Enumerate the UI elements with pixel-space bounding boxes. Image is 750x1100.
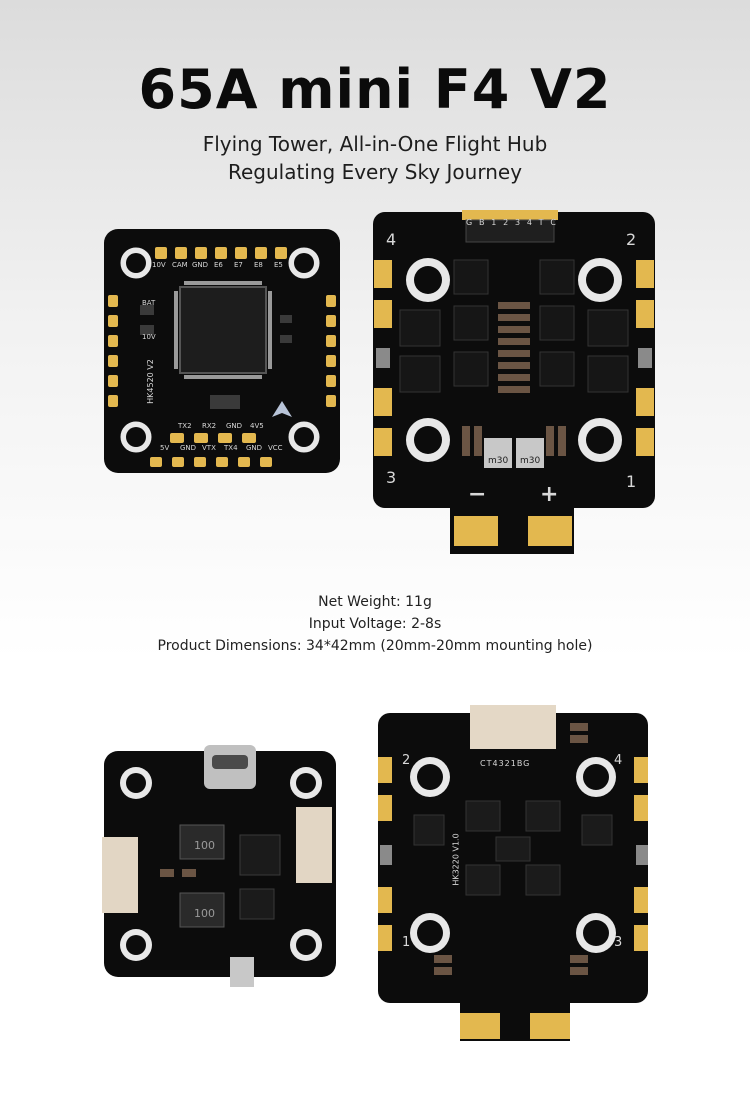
inductor-mark: m30 (488, 456, 509, 466)
corner-label-3: 3 (386, 468, 397, 487)
silk-model: HK3220 V1.0 (451, 833, 461, 886)
flight-controller-bottom-board (102, 745, 336, 987)
connector-label: 2 (503, 218, 509, 227)
corner-label-4: 4 (614, 753, 623, 768)
silk-model: HK4520 V2 (145, 359, 155, 404)
connector-label: 3 (514, 218, 521, 227)
page-title: 65A mini F4 V2 (138, 58, 612, 121)
inductor-mark: 100 (194, 839, 215, 852)
fc-top-silkscreen: 10V CAM GND E6 E7 E8 E5 TX2 RX2 GND 4V5 … (142, 247, 300, 452)
connector-label-row: CT4321BG (480, 759, 531, 768)
silk-label: 4V5 (250, 422, 264, 430)
inductor-mark: m30 (520, 456, 541, 466)
fc-bottom-silkscreen: 100 100 (100, 745, 340, 995)
connector-label: 1 (491, 218, 497, 227)
connector-label-row: G B 1 2 3 4 T C (466, 218, 556, 227)
silk-label: E6 (214, 261, 223, 269)
flight-controller-top-board (104, 229, 340, 473)
silk-label: GND (226, 422, 243, 430)
silk-label: GND (180, 444, 197, 452)
esc-top-silkscreen: G B 1 2 3 4 T C 4 2 3 1 − + m30 m30 (370, 210, 660, 555)
spec-input-voltage: Input Voltage: 2-8s (308, 616, 442, 632)
silk-label: 5V (160, 444, 170, 452)
silk-label: E5 (274, 261, 283, 269)
corner-label-2: 2 (626, 230, 637, 249)
corner-label-1: 1 (402, 935, 411, 950)
connector-label: G (466, 218, 473, 227)
esc-bottom-board (378, 705, 648, 1041)
silk-label: E7 (234, 261, 243, 269)
subtitle-line-2: Regulating Every Sky Journey (227, 160, 523, 184)
spec-list: Net Weight: 11g Input Voltage: 2-8s Prod… (0, 591, 750, 657)
silk-label: TX4 (224, 444, 238, 452)
silk-label: VTX (202, 444, 216, 452)
spec-net-weight: Net Weight: 11g (318, 594, 432, 610)
silk-label: GND (192, 261, 209, 269)
silk-bat: BAT (142, 299, 156, 307)
silk-label: E8 (254, 261, 263, 269)
connector-label: B (478, 218, 485, 227)
connector-label: C (550, 218, 556, 227)
polarity-plus: + (540, 482, 559, 507)
silk-label: GND (246, 444, 263, 452)
silk-label: CAM (172, 261, 188, 269)
connector-label: T (538, 218, 544, 227)
polarity-minus: − (468, 482, 487, 507)
esc-top-board (373, 210, 655, 554)
inductor-mark: 100 (194, 907, 215, 920)
connector-label: 4 (526, 218, 532, 227)
corner-label-4: 4 (386, 230, 397, 249)
silk-label: RX2 (202, 422, 217, 430)
corner-label-2: 2 (402, 753, 411, 768)
corner-label-3: 3 (614, 935, 623, 950)
silk-label: TX2 (178, 422, 192, 430)
subtitle-line-1: Flying Tower, All-in-One Flight Hub (202, 132, 548, 156)
spec-dimensions: Product Dimensions: 34*42mm (20mm-20mm m… (157, 638, 593, 654)
esc-bottom-silkscreen: 2 4 1 3 CT4321BG HK3220 V1.0 (374, 705, 654, 1045)
silk-10v: 10V (142, 333, 156, 341)
corner-label-1: 1 (626, 472, 637, 491)
silk-label: 10V (152, 261, 166, 269)
silk-label: VCC (268, 444, 283, 452)
